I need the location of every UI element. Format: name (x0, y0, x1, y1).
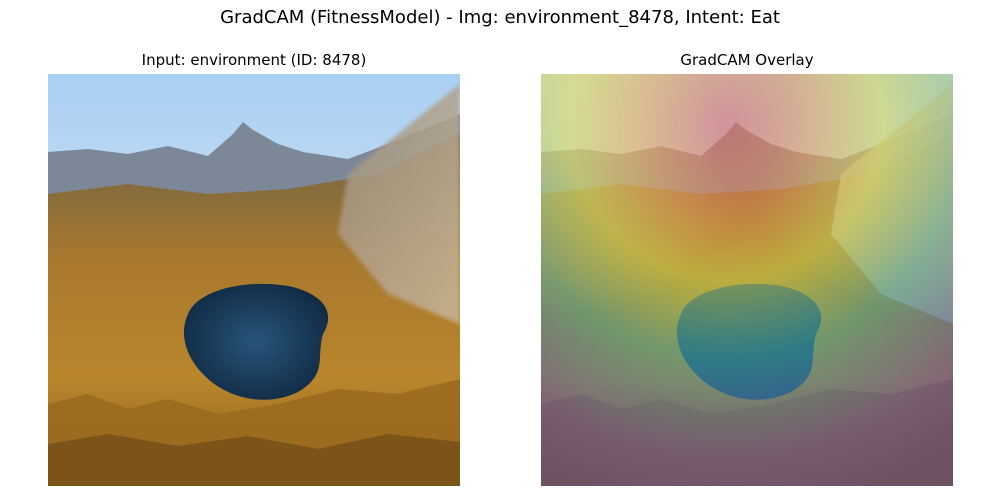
input-image (48, 74, 460, 486)
rocky-slope (338, 84, 460, 324)
foreground-trees-dark (48, 434, 460, 486)
gradcam-heatmap-corner-right (541, 74, 953, 486)
input-image-svg (48, 74, 460, 486)
overlay-panel-title: GradCAM Overlay (680, 51, 814, 69)
figure-title: GradCAM (FitnessModel) - Img: environmen… (220, 7, 780, 28)
gradcam-overlay-image (541, 74, 953, 486)
input-panel-title: Input: environment (ID: 8478) (141, 51, 367, 69)
lake (183, 283, 329, 400)
overlay-image-svg (541, 74, 953, 486)
